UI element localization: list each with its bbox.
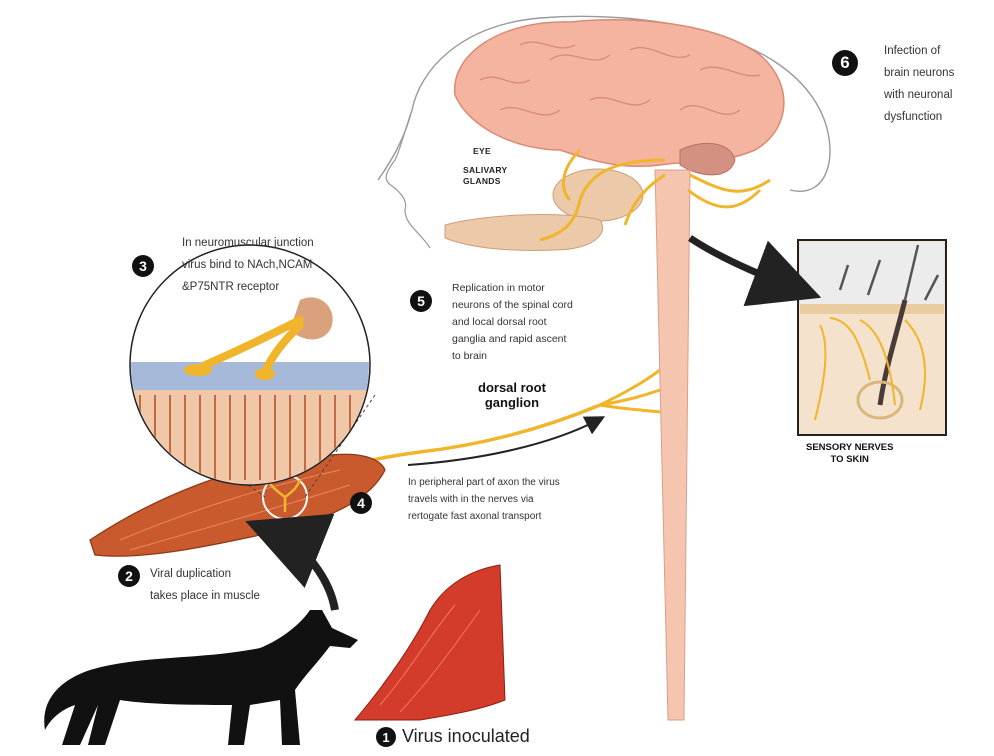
step-6-badge: 6	[832, 50, 858, 76]
arrow-to-ganglion	[408, 420, 598, 465]
arrow-dog-to-muscle	[275, 533, 335, 610]
spinal-cord	[655, 170, 690, 720]
step-6-text: Infection of brain neurons with neuronal…	[884, 40, 954, 128]
salivary-glands-label: SALIVARY GLANDS	[463, 165, 507, 187]
step-2-text: Viral duplication takes place in muscle	[150, 563, 260, 607]
brain	[455, 20, 784, 175]
dog-silhouette	[44, 610, 358, 745]
face-profile	[386, 110, 430, 248]
eye-label: EYE	[473, 146, 491, 156]
arm-muscles	[355, 565, 505, 720]
step-1-badge: 1	[376, 727, 396, 747]
dorsal-root-branches	[600, 370, 660, 412]
jaw-shape	[445, 215, 603, 251]
step-2-badge: 2	[118, 565, 140, 587]
arrow-to-skin	[690, 238, 795, 288]
skin-inset	[798, 240, 946, 435]
step-4-text: In peripheral part of axon the virus tra…	[408, 474, 560, 525]
step-1-text: Virus inoculated	[402, 723, 530, 749]
step-5-badge: 5	[410, 290, 432, 312]
sensory-nerves-label: SENSORY NERVES TO SKIN	[806, 442, 893, 466]
dorsal-root-ganglion-label: dorsal root ganglion	[478, 380, 546, 410]
step-5-text: Replication in motor neurons of the spin…	[452, 280, 573, 365]
step-3-text: In neuromuscular junction virus bind to …	[182, 232, 314, 298]
step-3-badge: 3	[132, 255, 154, 277]
step-4-badge: 4	[350, 492, 372, 514]
